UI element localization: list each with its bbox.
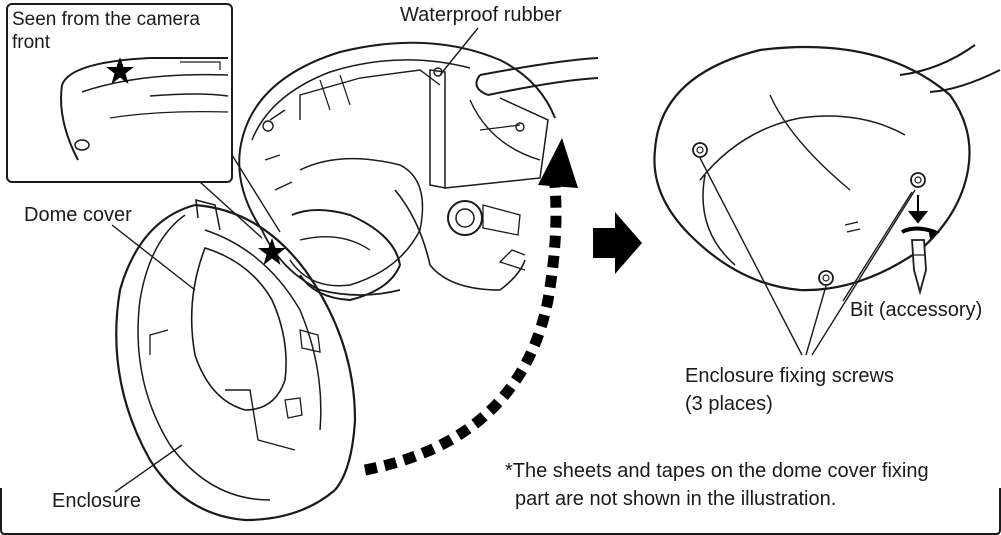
dome-cover-label: Dome cover [24,204,132,226]
fixing-screws-label: Enclosure fixing screws [685,365,894,387]
waterproof-rubber-label: Waterproof rubber [400,4,562,26]
screw-callout-line [699,157,803,356]
enclosure-callout-line [114,444,183,493]
screw-callout-line [811,189,916,356]
note-line2: part are not shown in the illustration. [515,488,837,510]
note-line1: *The sheets and tapes on the dome cover … [505,460,929,482]
star-icon [258,238,286,265]
enclosure-label: Enclosure [52,490,141,512]
star-icon [106,57,134,84]
inset-callout-line [199,181,263,239]
curved-dotted-arrow-icon [363,138,578,476]
camera-body-open [238,41,599,302]
inset-panel [6,3,233,183]
dome-cover-callout-line [111,224,196,291]
frame-border [0,488,1001,535]
bit-label: Bit (accessory) [850,299,983,321]
inset-title-line1: Seen from the camera [12,9,200,30]
fixing-screws-count: (3 places) [685,393,773,415]
waterproof-rubber-callout-line [439,27,479,76]
enclosure-open [115,198,357,522]
screw-callout-line [842,191,913,302]
screw-callout-line [805,285,827,356]
camera-closed [653,44,1001,292]
screwdriver-bit-icon [901,195,940,296]
arrow-right-icon [593,212,642,274]
inset-title-line2: front [12,32,51,53]
